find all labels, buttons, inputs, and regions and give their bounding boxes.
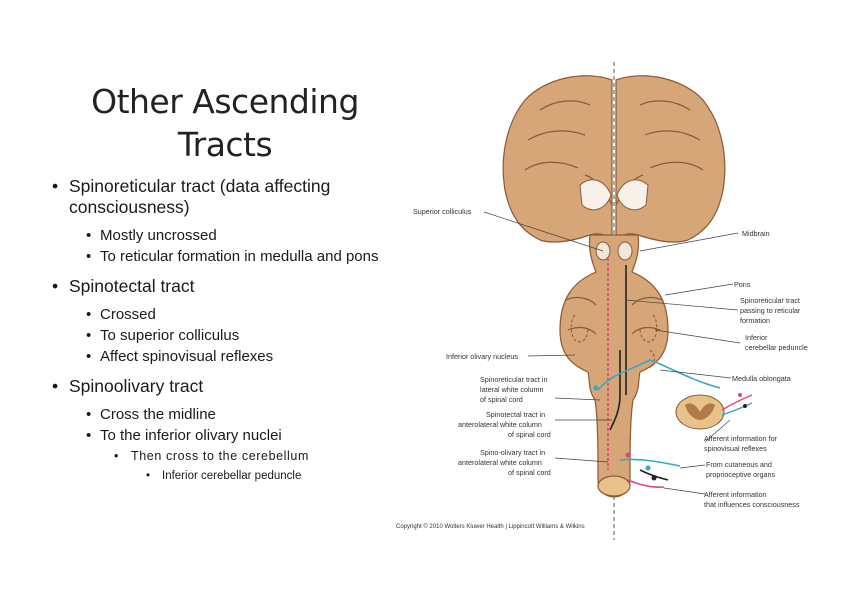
- label-inferior-olivary: Inferior olivary nucleus: [446, 352, 518, 361]
- bullet-list: Spinoreticular tract (data affecting con…: [52, 176, 397, 495]
- slide-title: Other Ascending Tracts: [60, 80, 390, 166]
- label-cut-1: From cutaneous and: [706, 460, 772, 469]
- label-sr-lat-1: Spinoreticular tract in: [480, 375, 548, 384]
- label-so-ant-1: Spino-olivary tract in: [480, 448, 545, 457]
- tracts: [593, 258, 721, 488]
- sub-bullet: Mostly uncrossed: [86, 226, 397, 245]
- label-sr-lat-2: lateral white column: [480, 385, 544, 394]
- title-line-1: Other Ascending: [91, 82, 359, 121]
- copyright-text: Copyright © 2010 Wolters Kluwer Health |…: [396, 524, 585, 530]
- label-aff-c-1: Afferent information: [704, 490, 767, 499]
- spinal-cord-inset: [675, 393, 753, 430]
- label-so-ant-2: anterolateral white column: [458, 458, 542, 467]
- label-superior-colliculus: Superior colliculus: [413, 207, 472, 216]
- bullet-group-spinoreticular: Spinoreticular tract (data affecting con…: [52, 176, 397, 266]
- label-pons: Pons: [734, 280, 751, 289]
- thalamus: [579, 179, 649, 211]
- leader-lines: [483, 211, 741, 495]
- label-spinoreticular-passing-1: Spinoreticular tract: [740, 296, 800, 305]
- bullet-spinoreticular: Spinoreticular tract (data affecting con…: [52, 176, 397, 218]
- label-cut-2: proprioceptive organs: [706, 470, 776, 479]
- sub-bullet: To the inferior olivary nuclei: [86, 426, 397, 445]
- sub-bullet: Affect spinovisual reflexes: [86, 347, 397, 366]
- sub-bullet: To reticular formation in medulla and po…: [86, 247, 397, 266]
- sub-bullet: Crossed: [86, 305, 397, 324]
- brainstem: [559, 234, 669, 498]
- sub-sub-sub-bullet: Inferior cerebellar peduncle: [146, 467, 397, 485]
- bullet-spinotectal: Spinotectal tract: [52, 276, 397, 297]
- title-line-2: Tracts: [177, 125, 273, 164]
- label-st-ant-3: of spinal cord: [508, 430, 551, 439]
- label-st-ant-2: anterolateral white column: [458, 420, 542, 429]
- label-midbrain: Midbrain: [742, 229, 770, 238]
- bullet-spinoolivary: Spinoolivary tract: [52, 376, 397, 397]
- label-aff-sv-1: Afferent information for: [704, 434, 778, 443]
- bullet-group-spinotectal: Spinotectal tract Crossed To superior co…: [52, 276, 397, 366]
- label-medulla: Medulla oblongata: [732, 374, 791, 383]
- label-aff-c-2: that influences consciousness: [704, 500, 800, 509]
- olivary-nuclei: [570, 314, 658, 369]
- sub-bullet: Cross the midline: [86, 405, 397, 424]
- label-spinoreticular-passing-2: passing to reticular: [740, 306, 801, 315]
- sub-bullet: To superior colliculus: [86, 326, 397, 345]
- label-st-ant-1: Spinotectal tract in: [486, 410, 545, 419]
- label-spinoreticular-passing-3: formation: [740, 316, 770, 325]
- label-icp-2: cerebellar peduncle: [745, 343, 808, 352]
- label-aff-sv-2: spinovisual reflexes: [704, 444, 767, 453]
- sub-sub-bullet: Then cross to the cerebellum: [114, 447, 397, 465]
- label-icp-1: Inferior: [745, 333, 768, 342]
- label-so-ant-3: of spinal cord: [508, 468, 551, 477]
- bullet-group-spinoolivary: Spinoolivary tract Cross the midline To …: [52, 376, 397, 485]
- label-sr-lat-3: of spinal cord: [480, 395, 523, 404]
